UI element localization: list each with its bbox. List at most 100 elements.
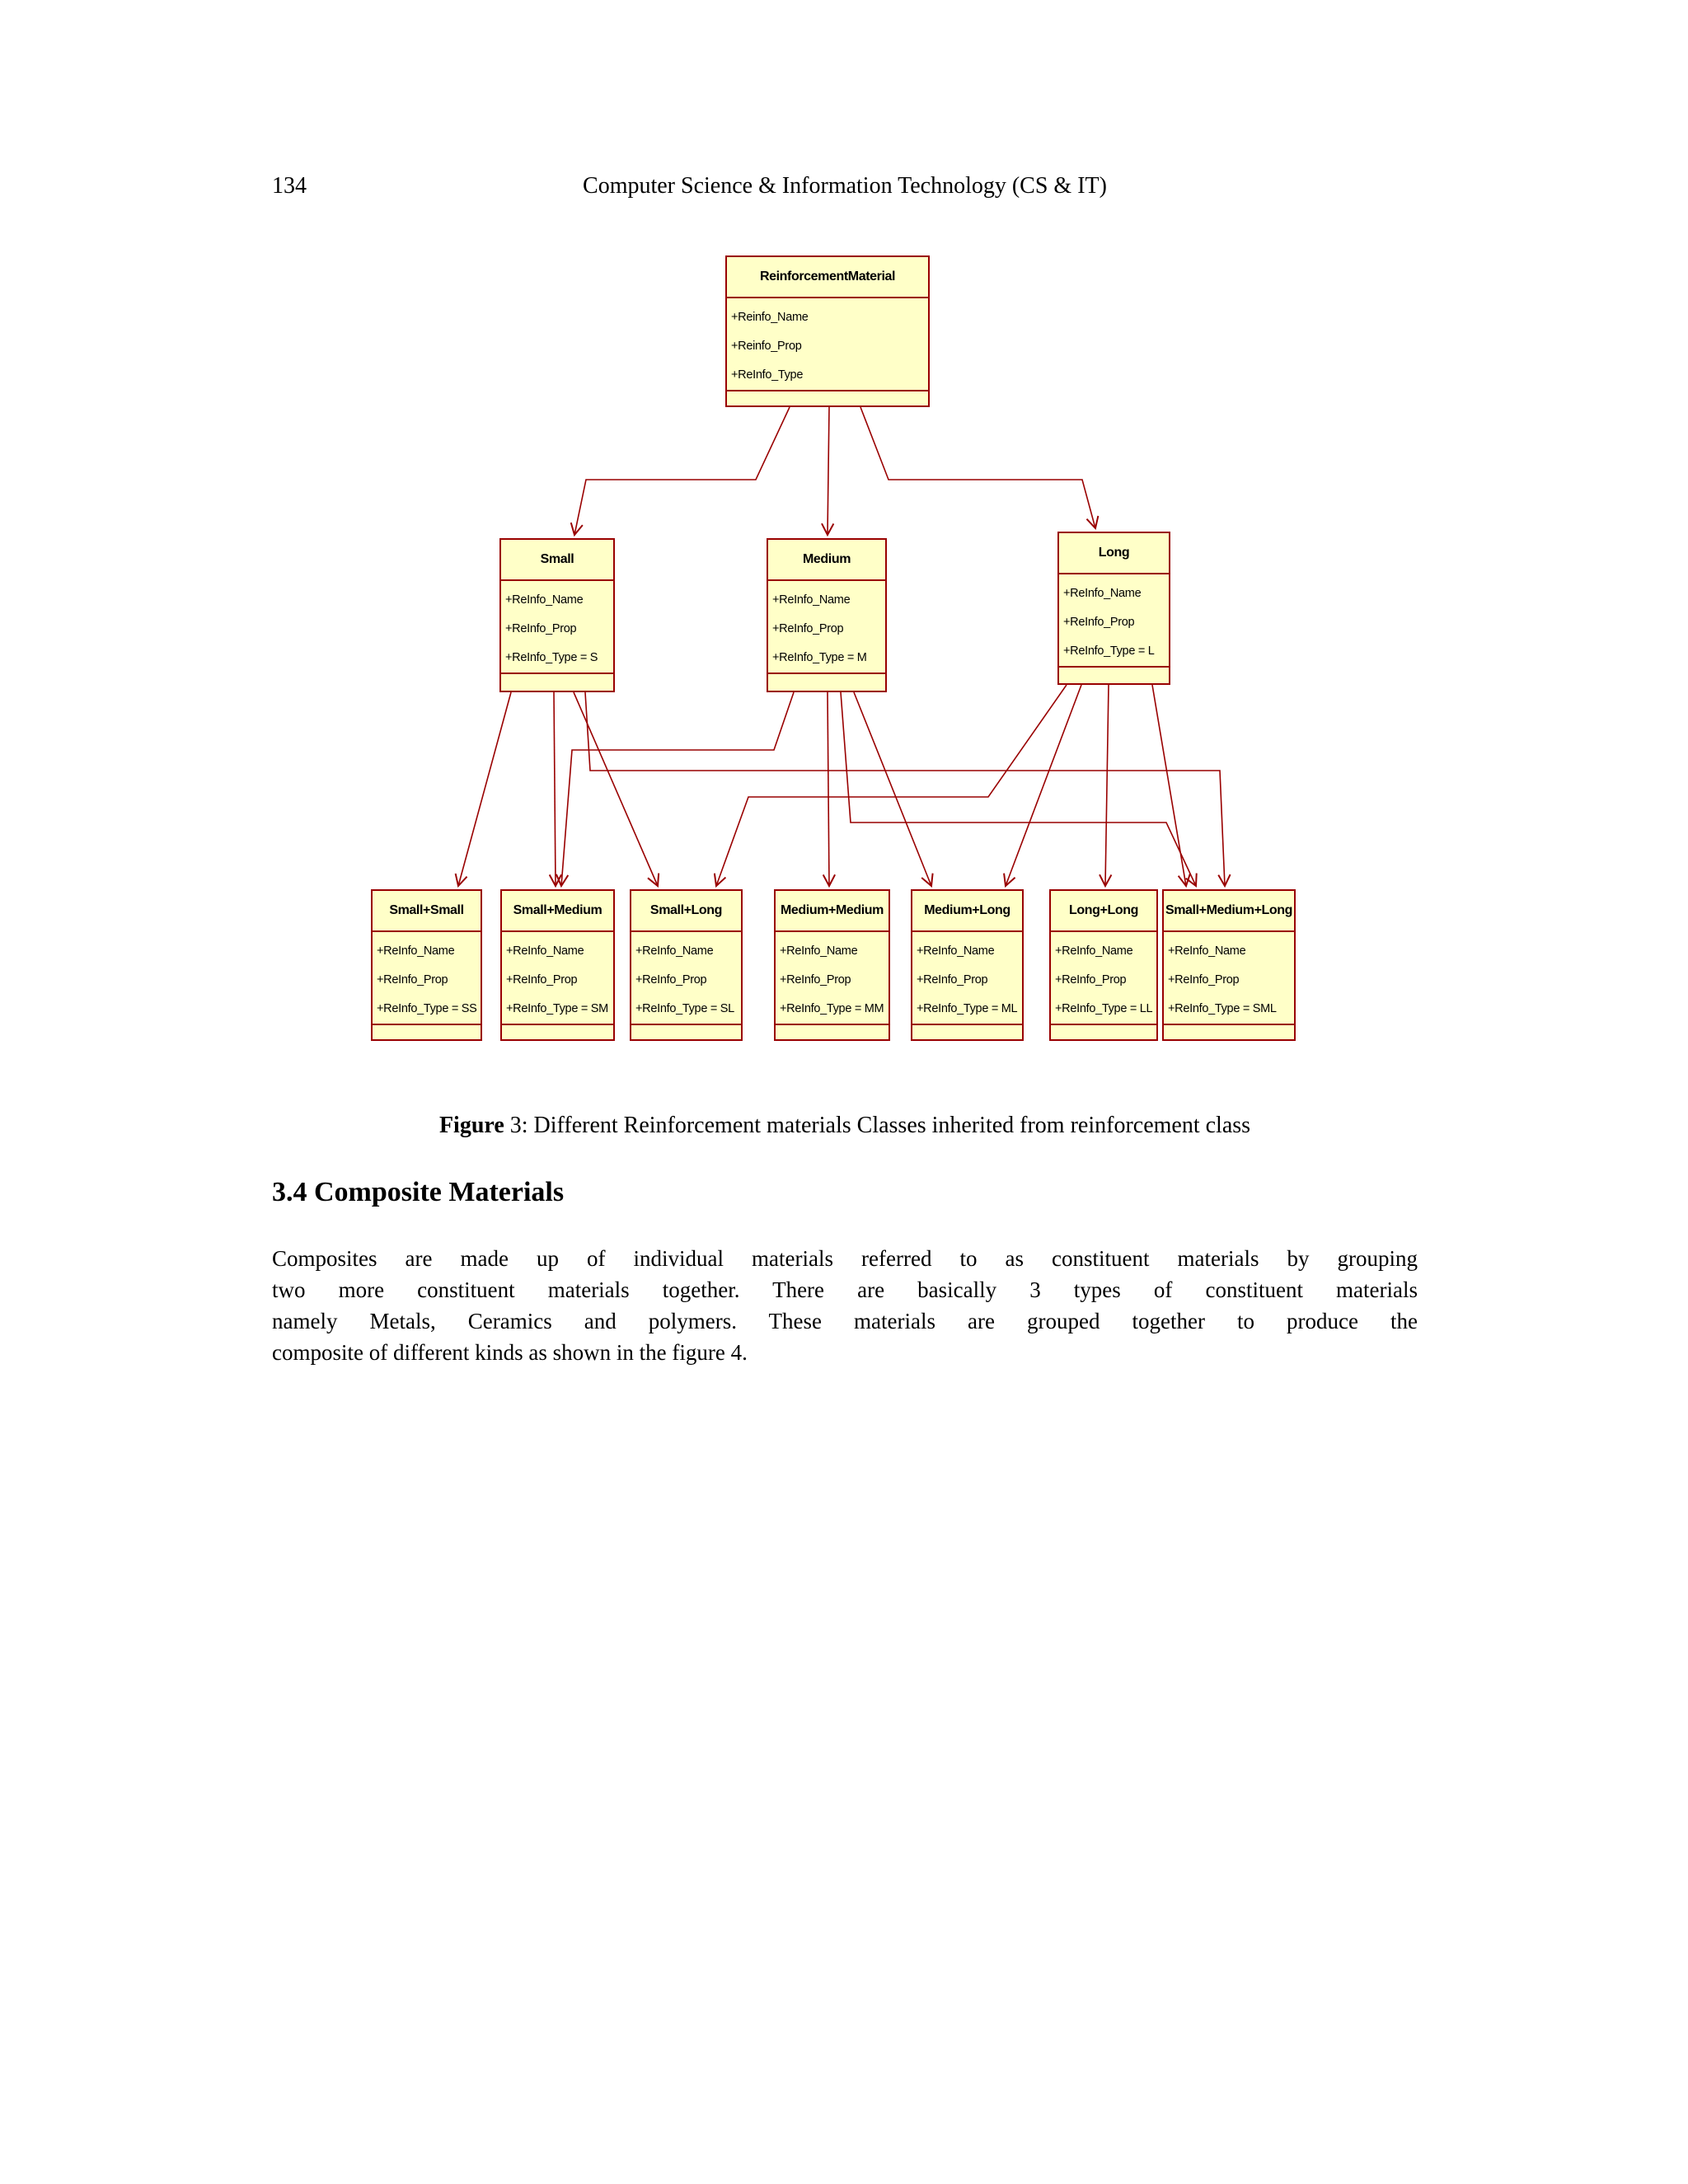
class-attribute: +ReInfo_Prop [1168, 973, 1240, 987]
class-operations-empty [631, 1024, 741, 1042]
class-title: Medium [768, 540, 885, 581]
class-attributes: +ReInfo_Name +ReInfo_Prop +ReInfo_Type =… [1051, 932, 1156, 1024]
class-attribute: +ReInfo_Type = MM [780, 1002, 884, 1015]
edge-medium-sm [555, 691, 795, 888]
edge-small-sm [548, 691, 562, 888]
class-title: Small+Small [373, 891, 481, 932]
class-attribute: +ReInfo_Type = SS [377, 1002, 477, 1015]
edge-small-sml [584, 691, 1231, 888]
edge-long-sl [713, 684, 1067, 888]
class-attributes: +ReInfo_Name +ReInfo_Prop +ReInfo_Type =… [912, 932, 1022, 1024]
class-attribute: +ReInfo_Type = L [1063, 644, 1155, 658]
edge-root-long [860, 406, 1100, 531]
class-operations-empty [373, 1024, 481, 1042]
class-title: Small+Long [631, 891, 741, 932]
class-attribute: +ReInfo_Prop [780, 973, 851, 987]
class-attribute: +ReInfo_Type = S [505, 651, 598, 664]
paragraph-line: composite of different kinds as shown in… [272, 1340, 748, 1365]
edge-medium-sml [840, 691, 1198, 888]
edge-long-sml [1151, 684, 1191, 888]
class-attribute: +ReInfo_Name [506, 944, 584, 958]
class-attribute: +ReInfo_Name [917, 944, 995, 958]
figure-caption-label: Figure [438, 1113, 504, 1138]
class-operations-empty [501, 673, 613, 691]
section-heading: 3.4 Composite Materials [272, 1177, 565, 1207]
class-title: Medium+Long [912, 891, 1022, 932]
class-attribute: +Reinfo_Prop [731, 340, 802, 353]
paragraph-line: namely Metals, Ceramics and polymers. Th… [272, 1309, 1418, 1333]
class-operations-empty [727, 390, 928, 408]
class-attribute: +Reinfo_Name [731, 311, 809, 324]
class-attribute: +ReInfo_Type = SL [635, 1002, 734, 1015]
class-attribute: +ReInfo_Name [505, 593, 584, 607]
class-attributes: +ReInfo_Name +ReInfo_Prop +ReInfo_Type =… [501, 581, 613, 673]
class-operations-empty [776, 1024, 889, 1042]
class-operations-empty [768, 673, 885, 691]
class-attribute: +ReInfo_Type = SM [506, 1002, 608, 1015]
class-attributes: +ReInfo_Name +ReInfo_Prop +ReInfo_Type =… [768, 581, 885, 673]
class-box-medium-long: Medium+Long +ReInfo_Name +ReInfo_Prop +R… [911, 889, 1024, 1041]
class-box-small-medium: Small+Medium +ReInfo_Name +ReInfo_Prop +… [500, 889, 615, 1041]
class-attribute: +ReInfo_Type = ML [917, 1002, 1018, 1015]
class-box-long: Long +ReInfo_Name +ReInfo_Prop +ReInfo_T… [1057, 532, 1170, 685]
class-attribute: +ReInfo_Type = LL [1055, 1002, 1153, 1015]
class-attribute: +ReInfo_Type [731, 368, 804, 382]
class-attribute: +ReInfo_Prop [505, 622, 577, 635]
class-attributes: +ReInfo_Name +ReInfo_Prop +ReInfo_Type =… [1164, 932, 1294, 1024]
class-attributes: +ReInfo_Name +ReInfo_Prop +ReInfo_Type =… [776, 932, 889, 1024]
class-operations-empty [1164, 1024, 1294, 1042]
class-box-long-long: Long+Long +ReInfo_Name +ReInfo_Prop +ReI… [1049, 889, 1158, 1041]
class-attribute: +ReInfo_Prop [506, 973, 578, 987]
class-operations-empty [1051, 1024, 1156, 1042]
class-attribute: +ReInfo_Prop [1055, 973, 1127, 987]
edge-small-sl [573, 691, 660, 888]
class-attributes: +ReInfo_Name +ReInfo_Prop +ReInfo_Type =… [373, 932, 481, 1024]
edge-medium-ml [853, 691, 934, 888]
class-attribute: +ReInfo_Prop [772, 622, 844, 635]
class-attribute: +ReInfo_Name [1168, 944, 1246, 958]
class-operations-empty [502, 1024, 613, 1042]
edge-medium-mm [822, 691, 836, 888]
class-box-medium: Medium +ReInfo_Name +ReInfo_Prop +ReInfo… [767, 538, 887, 692]
class-title: ReinforcementMaterial [727, 257, 928, 298]
class-attribute: +ReInfo_Prop [377, 973, 448, 987]
edge-small-ss [454, 691, 512, 888]
class-title: Small [501, 540, 613, 581]
class-box-reinforcementmaterial: ReinforcementMaterial +Reinfo_Name +Rein… [725, 255, 930, 407]
class-box-medium-medium: Medium+Medium +ReInfo_Name +ReInfo_Prop … [774, 889, 890, 1041]
class-title: Small+Medium+Long [1164, 891, 1294, 932]
class-attributes: +ReInfo_Name +ReInfo_Prop +ReInfo_Type =… [502, 932, 613, 1024]
class-attribute: +ReInfo_Prop [917, 973, 988, 987]
figure-caption: Figure 3: Different Reinforcement materi… [272, 1113, 1418, 1139]
class-box-small-medium-long: Small+Medium+Long +ReInfo_Name +ReInfo_P… [1162, 889, 1296, 1041]
class-box-small: Small +ReInfo_Name +ReInfo_Prop +ReInfo_… [499, 538, 615, 692]
class-operations-empty [1059, 666, 1169, 684]
class-title: Long+Long [1051, 891, 1156, 932]
class-box-small-small: Small+Small +ReInfo_Name +ReInfo_Prop +R… [371, 889, 482, 1041]
running-title: Computer Science & Information Technolog… [583, 173, 1107, 199]
paragraph-line: Composites are made up of individual mat… [272, 1246, 1418, 1271]
class-attribute: +ReInfo_Prop [1063, 616, 1135, 629]
uml-figure: ReinforcementMaterial +Reinfo_Name +Rein… [371, 255, 1296, 1041]
class-attribute: +ReInfo_Name [1063, 587, 1142, 600]
class-attribute: +ReInfo_Type = SML [1168, 1002, 1277, 1015]
body-paragraph: Composites are made up of individual mat… [272, 1243, 1418, 1368]
class-title: Medium+Medium [776, 891, 889, 932]
class-operations-empty [912, 1024, 1022, 1042]
page-number: 134 [272, 173, 307, 199]
class-attribute: +ReInfo_Name [377, 944, 455, 958]
class-attribute: +ReInfo_Name [635, 944, 714, 958]
class-attribute: +ReInfo_Prop [635, 973, 707, 987]
edge-long-ll [1099, 684, 1113, 888]
edge-long-ml [1003, 684, 1082, 888]
class-attribute: +ReInfo_Name [772, 593, 851, 607]
class-box-small-long: Small+Long +ReInfo_Name +ReInfo_Prop +Re… [630, 889, 743, 1041]
class-attribute: +ReInfo_Name [1055, 944, 1133, 958]
class-attribute: +ReInfo_Name [780, 944, 858, 958]
class-attributes: +ReInfo_Name +ReInfo_Prop +ReInfo_Type =… [1059, 574, 1169, 666]
paragraph-line: two more constituent materials together.… [272, 1277, 1418, 1302]
edge-root-medium [821, 406, 835, 537]
class-title: Small+Medium [502, 891, 613, 932]
class-title: Long [1059, 533, 1169, 574]
